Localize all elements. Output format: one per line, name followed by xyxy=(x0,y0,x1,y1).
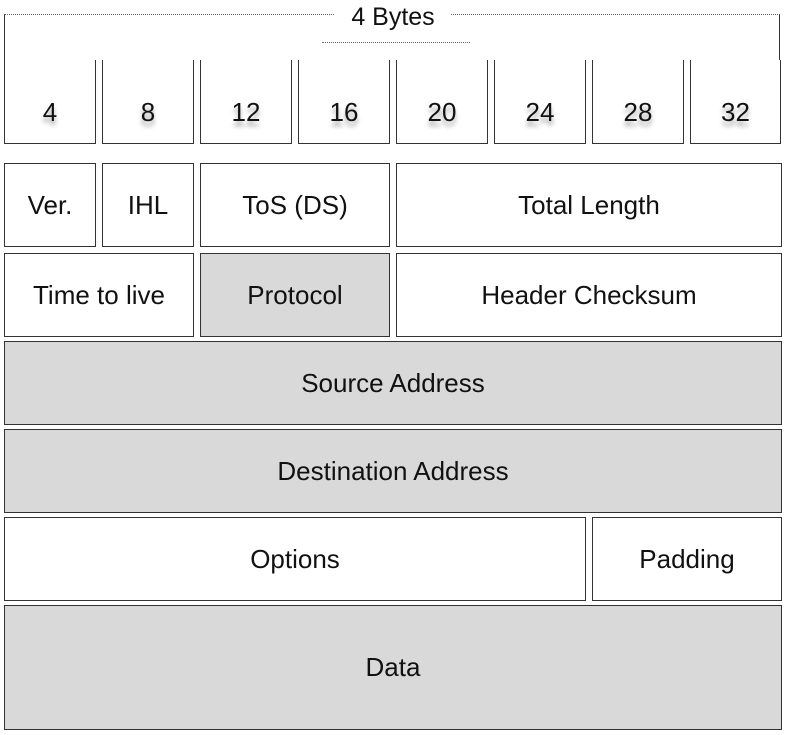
bit-tick-28: 28 xyxy=(592,60,684,144)
bit-tick-16: 16 xyxy=(298,60,390,144)
byte-width-label-underline xyxy=(322,42,470,43)
field-total-length: Total Length xyxy=(396,163,782,247)
field-protocol: Protocol xyxy=(200,253,390,337)
field-options: Options xyxy=(4,517,586,601)
bit-tick-20: 20 xyxy=(396,60,488,144)
field-tos: ToS (DS) xyxy=(200,163,390,247)
bit-tick-12: 12 xyxy=(200,60,292,144)
field-source-address: Source Address xyxy=(4,341,782,425)
field-time-to-live: Time to live xyxy=(4,253,194,337)
field-version: Ver. xyxy=(4,163,96,247)
field-padding: Padding xyxy=(592,517,782,601)
bit-tick-4: 4 xyxy=(4,60,96,144)
field-ihl: IHL xyxy=(102,163,194,247)
byte-width-label: 4 Bytes xyxy=(335,2,451,32)
field-header-checksum: Header Checksum xyxy=(396,253,782,337)
bit-tick-8: 8 xyxy=(102,60,194,144)
bit-tick-24: 24 xyxy=(494,60,586,144)
bit-tick-32: 32 xyxy=(690,60,781,144)
field-destination-address: Destination Address xyxy=(4,429,782,513)
field-data: Data xyxy=(4,605,782,730)
